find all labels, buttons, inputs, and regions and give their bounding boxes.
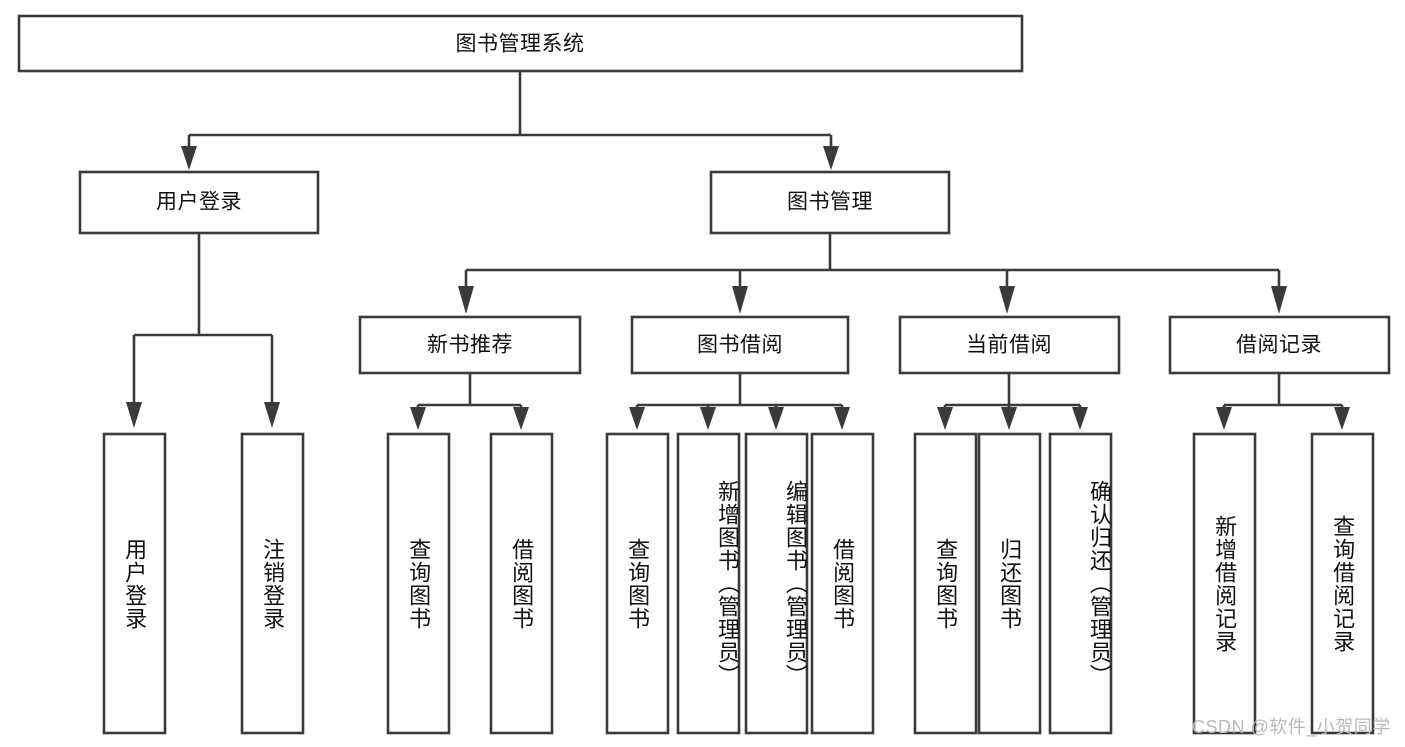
node-leaf-borrow-book-1-box[interactable] bbox=[489, 432, 554, 735]
node-leaf-user-login-box[interactable] bbox=[102, 432, 167, 735]
node-borrow-record-box[interactable] bbox=[1168, 315, 1391, 375]
arrow-to-leaf-edit-book bbox=[768, 407, 784, 430]
arrow-to-borrow-record bbox=[1271, 286, 1287, 314]
csdn-watermark: CSDN @软件_小贺同学 bbox=[1192, 717, 1391, 737]
arrow-to-leaf-logout-login bbox=[264, 402, 280, 428]
node-current-borrow-box[interactable] bbox=[898, 315, 1121, 375]
node-current-borrow[interactable]: 当前借阅 bbox=[898, 315, 1121, 375]
node-book-management[interactable]: 图书管理 bbox=[709, 170, 951, 235]
node-user-login-label: 用户登录 bbox=[156, 191, 242, 214]
node-book-management-box[interactable] bbox=[709, 170, 951, 235]
node-new-book-recommend[interactable]: 新书推荐 bbox=[358, 315, 582, 375]
node-book-borrow[interactable]: 图书借阅 bbox=[630, 315, 850, 375]
arrow-to-leaf-query-book-1 bbox=[410, 407, 426, 430]
arrow-to-book-borrow bbox=[732, 286, 748, 314]
arrow-to-new-book-recommend bbox=[458, 286, 474, 314]
node-root[interactable]: 图书管理系统 bbox=[17, 14, 1024, 73]
arrow-to-leaf-return-book bbox=[1001, 407, 1017, 430]
node-leaf-add-book-box[interactable] bbox=[676, 432, 741, 735]
arrow-to-leaf-add-book bbox=[700, 407, 716, 430]
arrow-to-leaf-confirm-return bbox=[1072, 407, 1088, 430]
node-root-label: 图书管理系统 bbox=[456, 33, 585, 56]
node-leaf-add-borrow-record-box[interactable] bbox=[1192, 432, 1257, 735]
node-book-borrow-box[interactable] bbox=[630, 315, 850, 375]
node-leaf-logout-login-box[interactable] bbox=[240, 432, 305, 735]
node-leaf-borrow-book-2-box[interactable] bbox=[810, 432, 875, 735]
node-leaf-return-book-box[interactable] bbox=[977, 432, 1042, 735]
node-leaf-query-borrow-record-box[interactable] bbox=[1310, 432, 1375, 735]
node-leaf-query-book-3-box[interactable] bbox=[913, 432, 978, 735]
node-leaf-confirm-return-box[interactable] bbox=[1048, 432, 1113, 735]
arrow-to-leaf-add-borrow-record bbox=[1216, 407, 1232, 430]
arrow-to-user-login bbox=[181, 146, 197, 170]
node-new-book-recommend-label: 新书推荐 bbox=[427, 334, 513, 357]
node-user-login[interactable]: 用户登录 bbox=[78, 170, 320, 235]
node-leaf-query-book-1-box[interactable] bbox=[386, 432, 451, 735]
node-book-management-label: 图书管理 bbox=[787, 191, 873, 214]
node-book-borrow-label: 图书借阅 bbox=[697, 334, 783, 357]
arrow-to-leaf-query-book-3 bbox=[937, 407, 953, 430]
arrow-to-leaf-borrow-book-2 bbox=[834, 407, 850, 430]
arrow-to-book-management bbox=[823, 146, 839, 170]
node-root-box[interactable] bbox=[17, 14, 1024, 73]
arrow-to-leaf-borrow-book-1 bbox=[513, 407, 529, 430]
node-leaf-query-book-2-box[interactable] bbox=[605, 432, 670, 735]
node-current-borrow-label: 当前借阅 bbox=[966, 334, 1052, 357]
arrow-to-leaf-query-borrow-record bbox=[1334, 407, 1350, 430]
arrow-to-current-borrow bbox=[999, 286, 1015, 314]
node-new-book-recommend-box[interactable] bbox=[358, 315, 582, 375]
node-borrow-record-label: 借阅记录 bbox=[1236, 334, 1322, 357]
arrow-to-leaf-user-login bbox=[126, 402, 142, 428]
arrow-to-leaf-query-book-2 bbox=[629, 407, 645, 430]
node-borrow-record[interactable]: 借阅记录 bbox=[1168, 315, 1391, 375]
node-leaf-edit-book-box[interactable] bbox=[744, 432, 809, 735]
